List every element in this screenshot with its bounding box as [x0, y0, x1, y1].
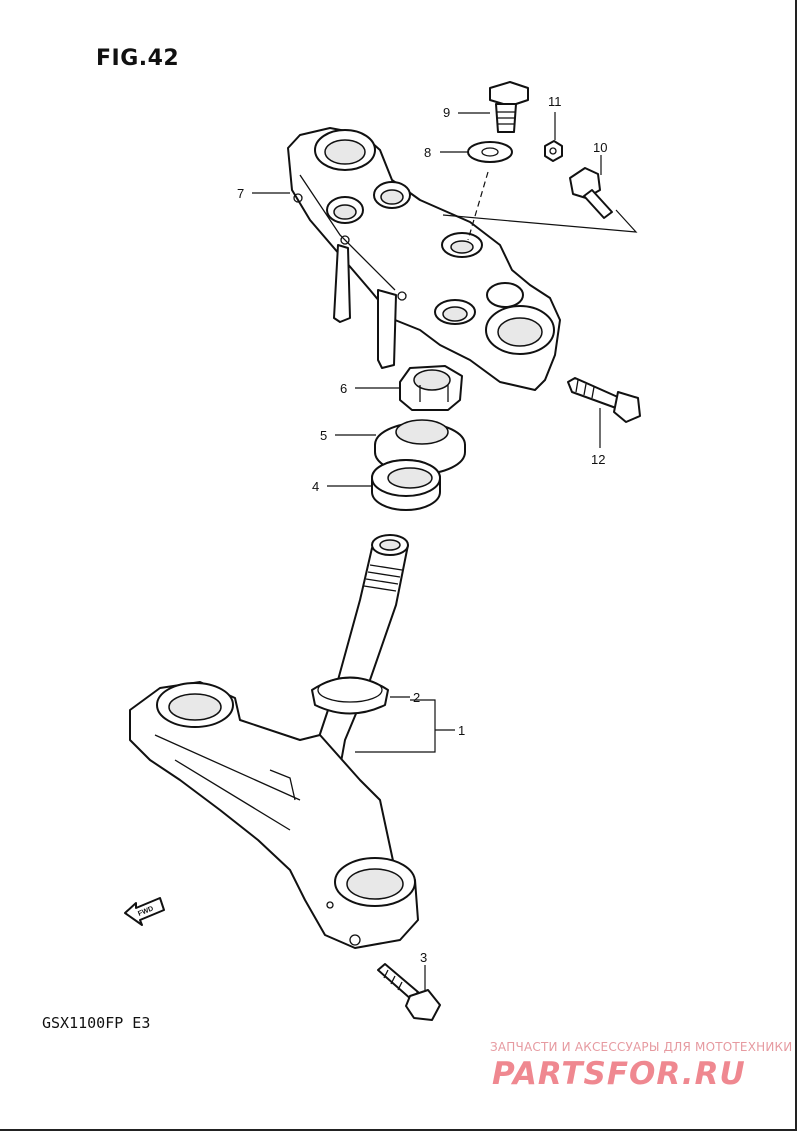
- bearing-race-part-5: [374, 419, 466, 475]
- figure-title: FIG.42: [96, 46, 180, 71]
- callout-numbers: 9 8 11 10 7 6 5 4 12 2 1 3: [237, 94, 607, 965]
- callout-4: 4: [312, 479, 319, 494]
- callout-11: 11: [548, 94, 562, 109]
- callout-7: 7: [237, 186, 244, 201]
- callout-1: 1: [458, 723, 465, 738]
- forward-direction-indicator: FWD: [124, 897, 165, 926]
- leader-lines: [252, 112, 638, 990]
- callout-6: 6: [340, 381, 347, 396]
- callout-9: 9: [443, 105, 450, 120]
- steering-nut-part-6: [399, 365, 463, 411]
- bolt-part-3: [377, 963, 441, 1021]
- callout-12: 12: [591, 452, 605, 467]
- callout-8: 8: [424, 145, 431, 160]
- bolt-part-9: [489, 81, 529, 133]
- callout-3: 3: [420, 950, 427, 965]
- washer-part-8: [467, 141, 513, 163]
- nut-part-11: [544, 140, 563, 162]
- bolt-part-10: [569, 167, 613, 219]
- watermark-tagline: ЗАПЧАСТИ И АКСЕССУАРЫ ДЛЯ МОТОТЕХНИКИ: [490, 1040, 793, 1054]
- watermark-logo: PARTSFOR.RU: [492, 1056, 746, 1092]
- callout-5: 5: [320, 428, 327, 443]
- bearing-part-4: [371, 459, 441, 511]
- callout-2: 2: [413, 690, 420, 705]
- callout-10: 10: [593, 140, 607, 155]
- model-code-label: GSX1100FP E3: [42, 1014, 151, 1032]
- lower-bracket-part-1: [129, 534, 419, 949]
- bolt-part-12: [567, 377, 641, 423]
- upper-bracket-part-7: [287, 127, 561, 391]
